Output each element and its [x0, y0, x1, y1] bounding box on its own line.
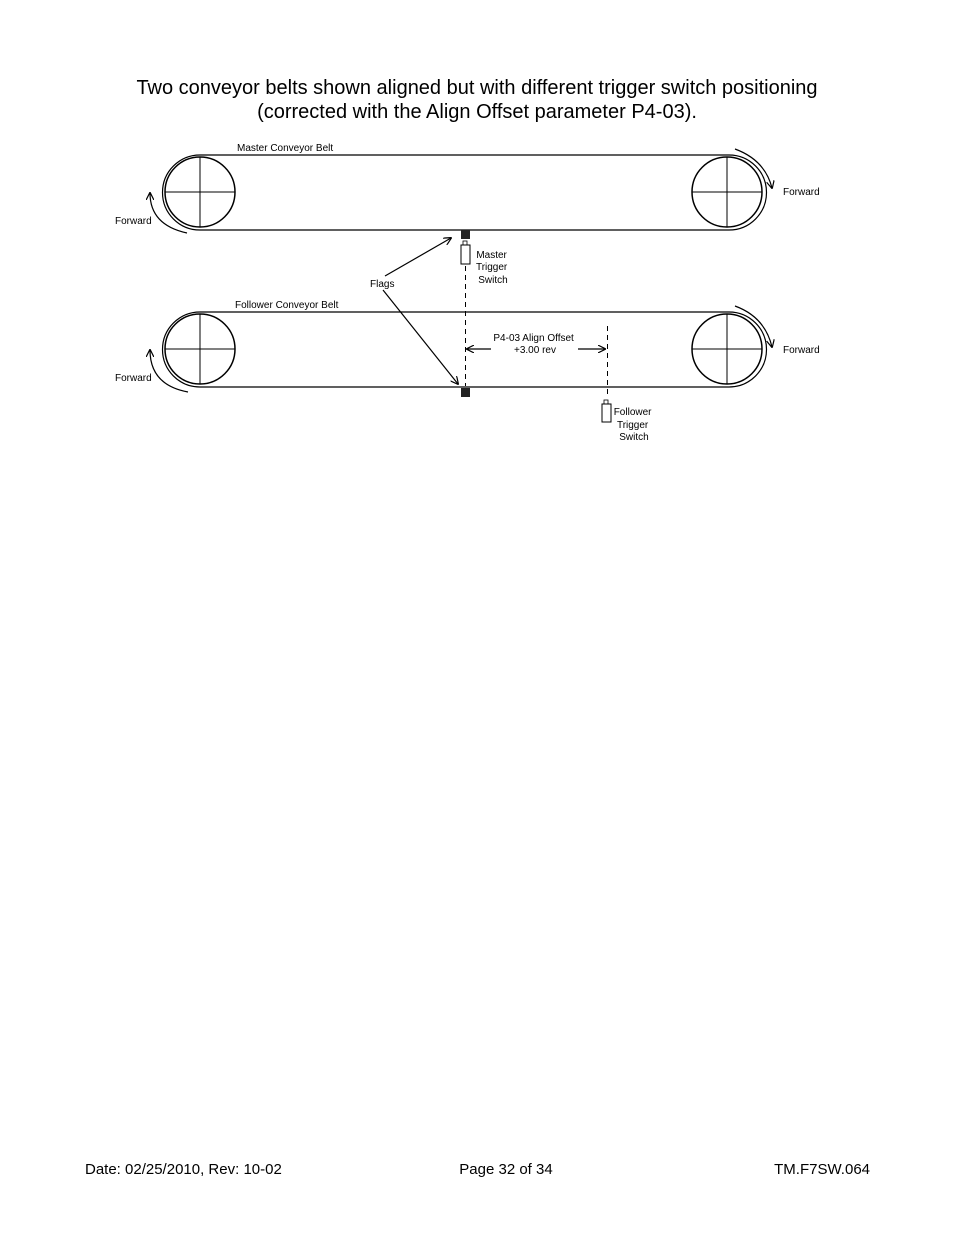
- follower-right-pulley: [691, 313, 763, 385]
- master-right-rotation-arrow: [734, 148, 772, 188]
- footer-page-number: Page 32 of 34: [459, 1161, 553, 1178]
- follower-conveyor-belt: [161, 311, 768, 388]
- title-line-2: (corrected with the Align Offset paramet…: [257, 101, 697, 123]
- follower-left-forward-label: Forward: [115, 373, 152, 384]
- master-right-pulley: [691, 156, 763, 228]
- follower-switch-label: Follower Trigger Switch: [614, 407, 655, 443]
- follower-belt-label: Follower Conveyor Belt: [235, 300, 339, 311]
- follower-flag: [461, 388, 470, 397]
- master-left-pulley: [164, 156, 236, 228]
- page-title: Two conveyor belts shown aligned but wit…: [0, 76, 954, 124]
- conveyor-diagram: Master Conveyor Belt Forward Forward Fol…: [115, 143, 820, 443]
- master-belt-label: Master Conveyor Belt: [237, 143, 333, 154]
- title-line-1: Two conveyor belts shown aligned but wit…: [136, 77, 818, 99]
- offset-label: P4-03 Align Offset +3.00 rev: [493, 333, 576, 356]
- follower-left-pulley: [164, 313, 236, 385]
- master-flag: [461, 230, 470, 239]
- follower-right-forward-label: Forward: [783, 345, 820, 356]
- flags-arrow-to-master: [384, 238, 451, 277]
- follower-right-rotation-arrow: [734, 305, 772, 347]
- master-left-forward-label: Forward: [115, 216, 152, 227]
- master-right-forward-label: Forward: [783, 187, 820, 198]
- flags-label: Flags: [370, 279, 394, 290]
- footer-document-id: TM.F7SW.064: [774, 1161, 870, 1178]
- follower-left-rotation-arrow: [150, 350, 189, 393]
- master-trigger-switch: [460, 240, 471, 265]
- flags-arrow-to-follower: [382, 289, 458, 384]
- follower-trigger-switch: [601, 399, 612, 423]
- footer-date: Date: 02/25/2010, Rev: 10-02: [85, 1161, 282, 1178]
- master-switch-label: Master Trigger Switch: [476, 250, 510, 286]
- master-left-rotation-arrow: [150, 193, 188, 234]
- master-conveyor-belt: [161, 154, 768, 231]
